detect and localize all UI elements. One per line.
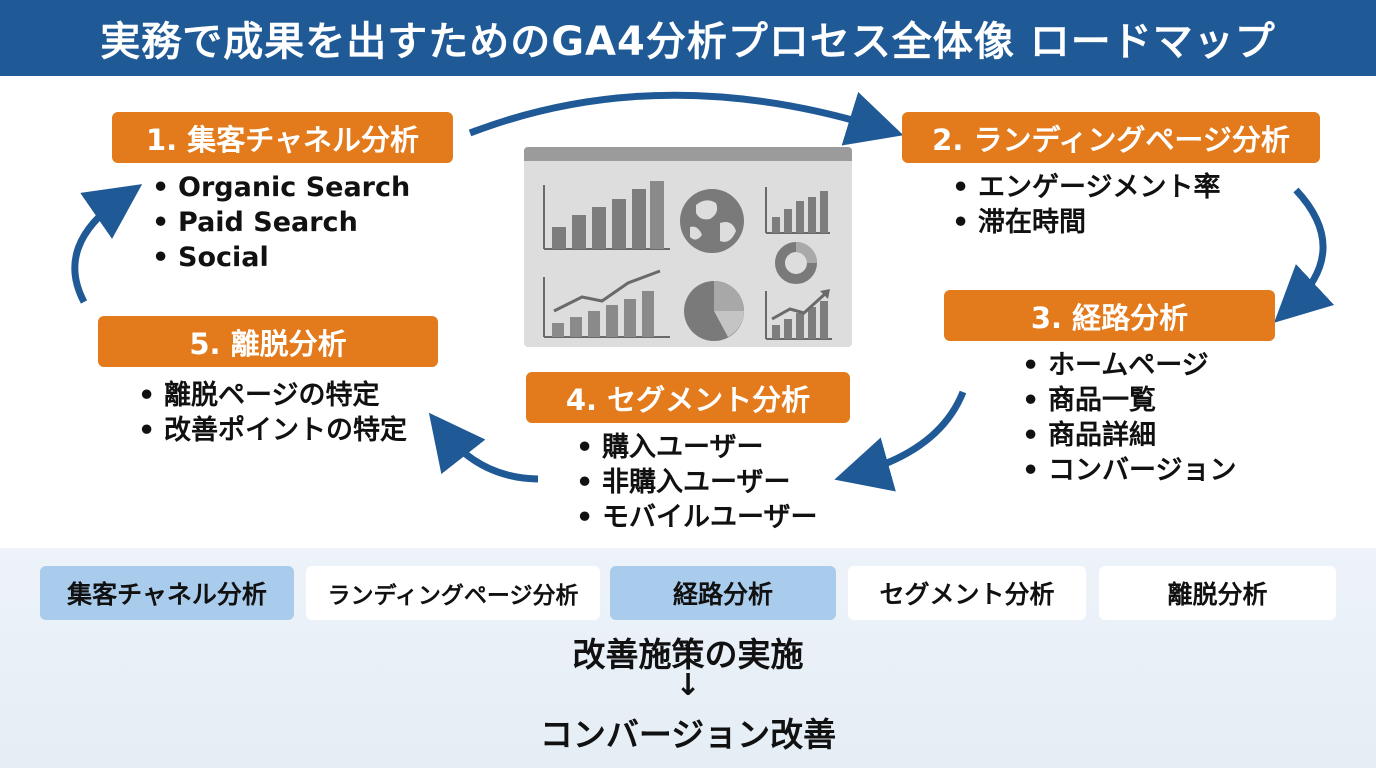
arrow-4-to-5 bbox=[428, 412, 539, 483]
list-item: 商品詳細 bbox=[1022, 418, 1236, 453]
list-item: モバイルユーザー bbox=[576, 500, 817, 535]
analytics-dashboard-illustration bbox=[524, 147, 852, 347]
tab-acquisition-channel[interactable]: 集客チャネル分析 bbox=[40, 566, 294, 620]
list-item: Organic Search bbox=[152, 170, 410, 205]
arrow-1-to-2 bbox=[468, 91, 904, 146]
step-4-bullets: 購入ユーザー 非購入ユーザー モバイルユーザー bbox=[576, 430, 817, 535]
step-5-bullets: 離脱ページの特定 改善ポイントの特定 bbox=[138, 378, 407, 448]
tab-exit-analysis[interactable]: 離脱分析 bbox=[1099, 566, 1336, 620]
conversion-improvement-text: コンバージョン改善 bbox=[539, 715, 837, 754]
improvement-action-text: 改善施策の実施 bbox=[572, 635, 804, 674]
bar-chart-icon bbox=[543, 181, 670, 250]
step-3-bullets: ホームページ 商品一覧 商品詳細 コンバージョン bbox=[1022, 348, 1236, 488]
globe-icon bbox=[680, 189, 744, 253]
tab-path-analysis[interactable]: 経路分析 bbox=[610, 566, 836, 620]
list-item: 改善ポイントの特定 bbox=[138, 413, 407, 448]
step-5-box: 5. 離脱分析 bbox=[98, 316, 438, 367]
line-chart-icon bbox=[543, 269, 670, 338]
list-item: Paid Search bbox=[152, 205, 410, 240]
step-4-box: 4. セグメント分析 bbox=[526, 372, 850, 423]
list-item: Social bbox=[152, 240, 410, 275]
dashboard-title-bar bbox=[524, 147, 852, 161]
step-1-bullets: Organic Search Paid Search Social bbox=[152, 170, 410, 275]
cycle-arrows bbox=[71, 91, 1335, 492]
list-item: 滞在時間 bbox=[952, 205, 1220, 240]
growth-chart-icon bbox=[765, 289, 832, 340]
list-item: 非購入ユーザー bbox=[576, 465, 817, 500]
small-bar-chart-icon bbox=[765, 187, 830, 234]
list-item: 商品一覧 bbox=[1022, 383, 1236, 418]
step-2-bullets: エンゲージメント率 滞在時間 bbox=[952, 170, 1220, 240]
tab-segment-analysis[interactable]: セグメント分析 bbox=[848, 566, 1086, 620]
arrow-5-to-1 bbox=[71, 184, 143, 304]
list-item: 離脱ページの特定 bbox=[138, 378, 407, 413]
step-3-box: 3. 経路分析 bbox=[944, 290, 1275, 341]
arrow-2-to-3 bbox=[1274, 187, 1335, 323]
list-item: エンゲージメント率 bbox=[952, 170, 1220, 205]
step-1-box: 1. 集客チャネル分析 bbox=[112, 112, 453, 163]
down-arrow-icon: ↓ bbox=[675, 668, 701, 703]
pie-chart-icon bbox=[684, 281, 744, 341]
title-banner: 実務で成果を出すためのGA4分析プロセス全体像 ロードマップ bbox=[0, 0, 1376, 76]
page-title: 実務で成果を出すためのGA4分析プロセス全体像 ロードマップ bbox=[100, 19, 1276, 65]
donut-chart-icon bbox=[775, 242, 817, 284]
list-item: 購入ユーザー bbox=[576, 430, 817, 465]
arrow-3-to-4 bbox=[834, 390, 967, 492]
step-2-box: 2. ランディングページ分析 bbox=[902, 112, 1320, 163]
tab-landing-page[interactable]: ランディングページ分析 bbox=[306, 566, 600, 620]
list-item: ホームページ bbox=[1022, 348, 1236, 383]
list-item: コンバージョン bbox=[1022, 453, 1236, 488]
